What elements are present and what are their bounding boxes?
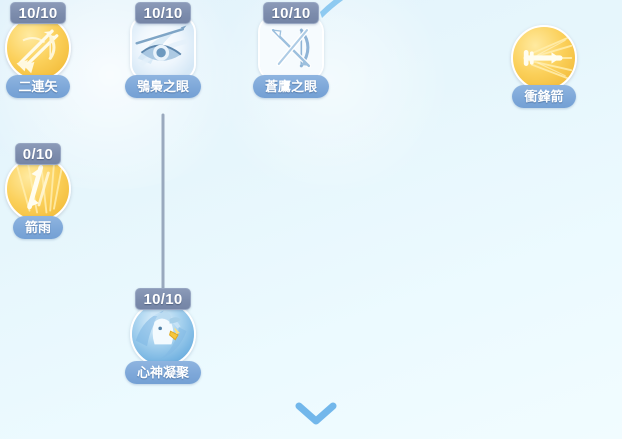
scroll-down-chevron[interactable]	[294, 400, 338, 426]
level-badge: 0/10	[14, 143, 62, 165]
level-badge: 10/10	[135, 288, 191, 310]
skill-node-mind-focus[interactable]: 10/10	[115, 288, 211, 384]
skill-name-label: 箭雨	[12, 216, 63, 239]
skill-name-label: 心神凝聚	[124, 361, 201, 384]
skill-name-label: 衝鋒箭	[512, 85, 576, 108]
skill-node-charge-arrow[interactable]: 衝鋒箭	[496, 25, 592, 108]
skill-node-owl-eye[interactable]: 10/10	[115, 2, 211, 98]
skill-node-hawk-eye[interactable]: 10/10 蒼鷹之眼	[243, 2, 339, 98]
charging-arrow-icon[interactable]	[511, 25, 577, 91]
level-badge: 10/10	[135, 2, 191, 24]
mind-focus-bird-icon[interactable]	[130, 301, 196, 367]
skill-name-label: 鴞梟之眼	[124, 75, 201, 98]
level-badge: 10/10	[263, 2, 319, 24]
skill-name-label: 蒼鷹之眼	[252, 75, 329, 98]
skill-node-arrow-rain[interactable]: 0/10 箭雨	[0, 143, 86, 239]
skill-node-double-arrow[interactable]: 10/10 二連矢	[0, 2, 86, 98]
skill-name-label: 二連矢	[6, 75, 70, 98]
level-badge: 10/10	[10, 2, 66, 24]
